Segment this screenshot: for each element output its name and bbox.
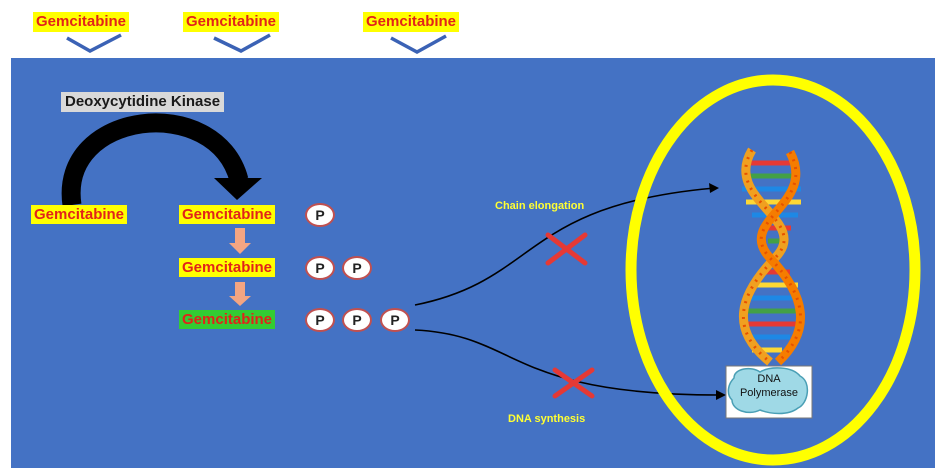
kinase-curved-arrow — [61, 113, 262, 207]
block-x-icon — [552, 367, 595, 399]
phosphate-icon: P — [342, 256, 372, 280]
phosphate-icon: P — [305, 308, 335, 332]
chain-elongation-label: Chain elongation — [495, 200, 585, 212]
enzyme-label: Deoxycytidine Kinase — [61, 92, 225, 112]
polymerase-line-2: Polymerase — [739, 387, 799, 399]
gemcitabine-label: Gemcitabine — [31, 205, 128, 224]
down-arrow-icon — [229, 282, 251, 306]
chevron-down-icon — [66, 33, 122, 53]
gemcitabine-triphosphate-label: Gemcitabine — [179, 310, 276, 329]
down-arrow-icon — [229, 228, 251, 254]
phosphate-icon: P — [380, 308, 410, 332]
dna-polymerase-icon — [725, 365, 813, 419]
dna-synthesis-arrow — [414, 329, 721, 396]
phosphate-icon: P — [342, 308, 372, 332]
phosphate-icon: P — [305, 203, 335, 227]
gemcitabine-diphosphate-label: Gemcitabine — [179, 258, 276, 277]
target-ring — [625, 74, 921, 466]
dna-helix-icon — [739, 147, 805, 366]
block-x-icon — [545, 232, 588, 266]
dna-polymerase-label: DNA Polymerase — [728, 372, 810, 400]
chevron-down-icon — [390, 34, 447, 54]
top-gemcitabine-label-2: Gemcitabine — [183, 12, 280, 32]
gemcitabine-monophosphate-label: Gemcitabine — [179, 205, 276, 224]
arrowhead-icon — [716, 390, 726, 400]
dna-synthesis-label: DNA synthesis — [508, 413, 586, 425]
phosphate-icon: P — [305, 256, 335, 280]
top-gemcitabine-label-3: Gemcitabine — [363, 12, 460, 32]
chevron-down-icon — [213, 33, 271, 53]
arrowhead-icon — [709, 183, 719, 193]
top-gemcitabine-label-1: Gemcitabine — [33, 12, 130, 32]
polymerase-line-1: DNA — [757, 373, 781, 385]
